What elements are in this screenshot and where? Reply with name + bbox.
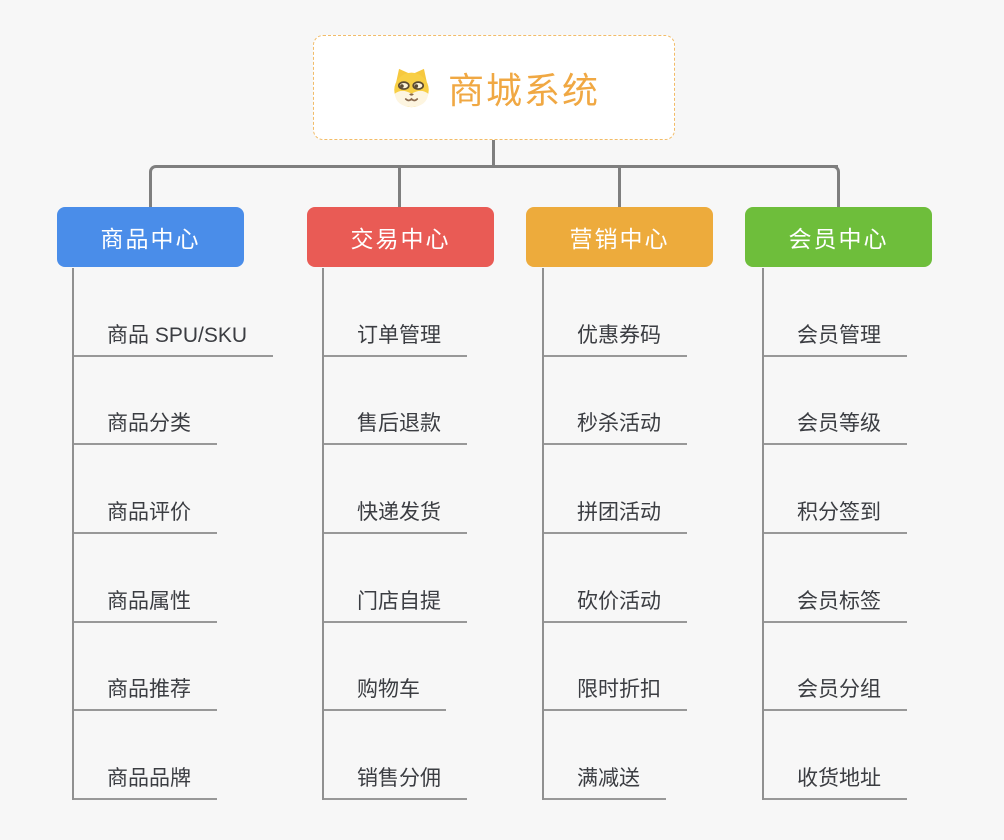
leaf-node[interactable]: 会员等级 bbox=[764, 407, 907, 446]
leaf-node[interactable]: 销售分佣 bbox=[324, 762, 467, 800]
leaf-node[interactable]: 秒杀活动 bbox=[544, 407, 687, 446]
root-topic-node[interactable]: 商城系统 bbox=[313, 35, 675, 140]
leaf-node[interactable]: 商品属性 bbox=[74, 585, 217, 623]
branch-node-marketing-center[interactable]: 营销中心 bbox=[526, 207, 713, 267]
leaf-node[interactable]: 商品 SPU/SKU bbox=[74, 319, 274, 357]
branch-label: 营销中心 bbox=[569, 226, 670, 252]
connector-root-vertical bbox=[492, 140, 495, 168]
leaf-node[interactable]: 满减送 bbox=[544, 762, 666, 800]
connector-drop-marketing bbox=[618, 166, 621, 209]
dog-face-icon bbox=[394, 68, 429, 107]
leaf-node[interactable]: 会员管理 bbox=[764, 319, 907, 357]
leaf-node[interactable]: 快递发货 bbox=[324, 496, 467, 534]
branch-label: 交易中心 bbox=[350, 226, 451, 252]
leaf-node[interactable]: 收货地址 bbox=[764, 762, 907, 800]
leaf-node[interactable]: 拼团活动 bbox=[544, 496, 687, 534]
branch-label: 会员中心 bbox=[788, 226, 889, 252]
connector-corner-right bbox=[814, 165, 840, 209]
branch-node-trade-center[interactable]: 交易中心 bbox=[307, 207, 494, 267]
leaf-node[interactable]: 商品分类 bbox=[74, 407, 217, 446]
connector-drop-trade bbox=[398, 166, 401, 209]
leaf-node[interactable]: 商品评价 bbox=[74, 496, 217, 534]
leaf-node[interactable]: 订单管理 bbox=[324, 319, 467, 357]
branch-node-member-center[interactable]: 会员中心 bbox=[745, 207, 932, 267]
leaf-node[interactable]: 购物车 bbox=[324, 673, 446, 712]
connector-corner-left bbox=[149, 165, 175, 209]
leaf-node[interactable]: 积分签到 bbox=[764, 496, 907, 534]
leaf-node[interactable]: 商品品牌 bbox=[74, 762, 217, 800]
branch-column-marketing-center: 优惠券码 秒杀活动 拼团活动 砍价活动 限时折扣 满减送 bbox=[542, 268, 687, 800]
leaf-node[interactable]: 砍价活动 bbox=[544, 585, 687, 623]
leaf-node[interactable]: 会员标签 bbox=[764, 585, 907, 623]
root-topic-title: 商城系统 bbox=[447, 69, 600, 111]
branch-column-product-center: 商品 SPU/SKU 商品分类 商品评价 商品属性 商品推荐 商品品牌 bbox=[72, 268, 274, 800]
branch-column-trade-center: 订单管理 售后退款 快递发货 门店自提 购物车 销售分佣 bbox=[322, 268, 467, 800]
leaf-node[interactable]: 门店自提 bbox=[324, 585, 467, 623]
leaf-node[interactable]: 限时折扣 bbox=[544, 673, 687, 712]
leaf-node[interactable]: 优惠券码 bbox=[544, 319, 687, 357]
leaf-node[interactable]: 商品推荐 bbox=[74, 673, 217, 712]
connector-horizontal-bar bbox=[166, 165, 838, 168]
leaf-node[interactable]: 会员分组 bbox=[764, 673, 907, 712]
leaf-node[interactable]: 售后退款 bbox=[324, 407, 467, 446]
branch-column-member-center: 会员管理 会员等级 积分签到 会员标签 会员分组 收货地址 bbox=[762, 268, 907, 800]
branch-node-product-center[interactable]: 商品中心 bbox=[57, 207, 244, 267]
branch-label: 商品中心 bbox=[100, 226, 201, 252]
